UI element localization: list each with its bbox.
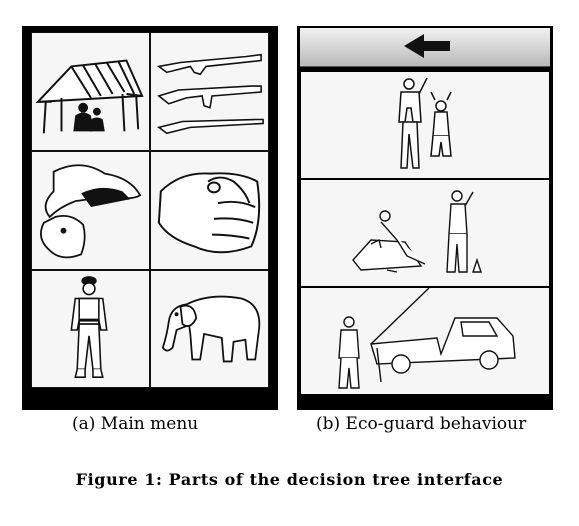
back-button[interactable] [300,28,550,67]
guards-drinking-icon [352,190,482,273]
main-menu-phone [22,26,278,410]
eco-guard-phone [297,26,553,410]
menu-tile-poaching[interactable] [31,151,150,270]
behaviour-list [301,72,549,394]
subfigure-caption-a: (a) Main menu [72,414,199,434]
subfigure-caption-b: (b) Eco-guard behaviour [316,414,527,434]
guard-at-truck-icon [338,288,516,389]
behaviour-row-drinking[interactable] [301,180,549,286]
elephant-icon [161,295,261,363]
menu-tile-violence[interactable] [150,151,269,270]
menu-tile-weapons[interactable] [150,32,269,151]
hut-with-people-icon [35,59,144,134]
eco-guard-icon [70,276,108,378]
dead-animal-icon [40,164,142,259]
guard-threatening-person-icon [398,77,452,169]
menu-tile-eco-guard[interactable] [31,270,150,388]
menu-tile-wildlife[interactable] [150,270,269,388]
figure-caption: Figure 1: Parts of the decision tree int… [75,470,504,489]
behaviour-row-truck[interactable] [301,288,549,394]
behaviour-row-threat[interactable] [301,72,549,178]
back-arrow-icon [404,34,450,58]
rifles-icon [156,53,264,135]
fist-icon [157,172,261,254]
menu-tile-hut[interactable] [31,32,150,151]
main-menu-grid [31,32,269,388]
